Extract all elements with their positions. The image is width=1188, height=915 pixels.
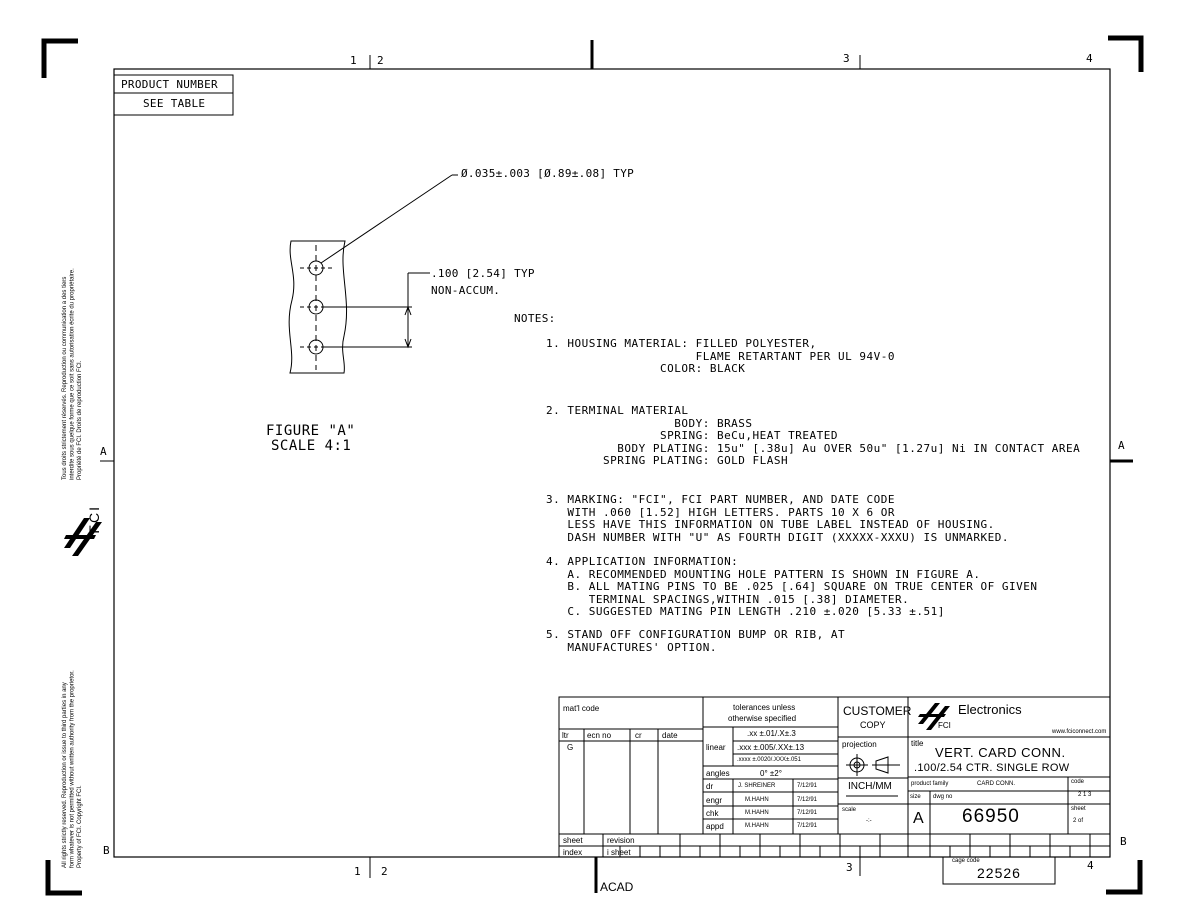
pitch-callout-note: NON-ACCUM. — [431, 284, 501, 297]
i-sheet-label: i sheet — [607, 848, 631, 857]
rights-notice-fr: Tous droits strictement réservés. Reprod… — [62, 268, 83, 480]
rights-notice-en: All rights strictly reserved. Reproducti… — [62, 670, 83, 868]
cage-code-label: cage code — [952, 858, 980, 864]
drawn-name: J. SHREINER — [738, 783, 776, 789]
cr-header: cr — [635, 731, 642, 740]
hole-diameter-callout: Ø.035±.003 [Ø.89±.08] TYP — [461, 167, 635, 180]
figure-scale: SCALE 4:1 — [271, 438, 352, 454]
zone-label: 4 — [1086, 52, 1093, 65]
drawing-number-label: dwg no — [933, 794, 953, 800]
product-family: CARD CONN. — [977, 781, 1016, 787]
note-2: 2. TERMINAL MATERIAL BODY: BRASS SPRING:… — [546, 404, 1081, 467]
engineer-label: engr — [706, 796, 723, 805]
figure-title: FIGURE "A" — [266, 423, 356, 439]
units-label: INCH/MM — [848, 781, 892, 792]
angles-label: angles — [706, 769, 730, 778]
checked-label: chk — [706, 809, 719, 818]
tolerance-row: .xxxx ±.0020/.XXX±.051 — [737, 757, 801, 763]
ecn-header: ecn no — [587, 731, 612, 740]
scale-label: scale — [842, 807, 857, 813]
tolerance-row: .xx ±.01/.X±.3 — [747, 729, 796, 738]
company-logo-text: FCI — [938, 721, 951, 730]
product-number-value: SEE TABLE — [143, 97, 206, 110]
date-header: date — [662, 731, 678, 740]
code-label: code — [1071, 779, 1085, 785]
drawing-title: VERT. CARD CONN. — [935, 745, 1066, 760]
projection-label: projection — [842, 740, 877, 749]
zone-label: 3 — [843, 52, 850, 65]
approved-date: 7/12/91 — [797, 823, 818, 829]
tolerance-heading: tolerances unless — [733, 703, 796, 712]
customer-copy-label: CUSTOMER — [843, 704, 912, 718]
cage-code: 22526 — [977, 865, 1021, 881]
sheet-label: sheet — [1071, 806, 1086, 812]
zone-label: B — [103, 844, 110, 857]
zone-label: 3 — [846, 861, 853, 874]
title-label: title — [911, 739, 924, 748]
size-label: size — [910, 794, 921, 800]
product-number-label: PRODUCT NUMBER — [121, 78, 218, 91]
note-4: 4. APPLICATION INFORMATION: A. RECOMMEND… — [546, 555, 1038, 618]
checked-date: 7/12/91 — [797, 810, 818, 816]
note-1: 1. HOUSING MATERIAL: FILLED POLYESTER, F… — [546, 337, 896, 375]
engineer-name: M.HAHN — [745, 797, 769, 803]
zone-label: 1 — [354, 865, 361, 878]
code-value: 2 1 3 — [1078, 792, 1092, 798]
index-label: index — [563, 848, 583, 857]
material-code-label: mat'l code — [563, 704, 600, 713]
note-3: 3. MARKING: "FCI", FCI PART NUMBER, AND … — [546, 493, 1009, 544]
revision-index-label: revision — [607, 836, 635, 845]
zone-label: 2 — [381, 865, 388, 878]
angles-value: 0° ±2° — [760, 769, 782, 778]
drawn-label: dr — [706, 782, 714, 791]
company-website: www.fciconnect.com — [1052, 729, 1107, 735]
zone-label: B — [1120, 835, 1127, 848]
product-family-label: product family — [911, 781, 949, 787]
tolerance-row: .xxx ±.005/.XX±.13 — [737, 743, 805, 752]
pitch-callout: .100 [2.54] TYP — [431, 267, 535, 280]
drawn-date: 7/12/91 — [797, 783, 818, 789]
drawing-number: 66950 — [962, 806, 1020, 827]
acad-label: ACAD — [600, 880, 634, 894]
checked-name: M.HAHN — [745, 810, 769, 816]
company-name: Electronics — [958, 702, 1022, 717]
notes-heading: NOTES: — [514, 312, 556, 325]
zone-label: A — [100, 445, 107, 458]
drawing-subtitle: .100/2.54 CTR. SINGLE ROW — [914, 762, 1070, 774]
zone-label: 4 — [1087, 859, 1094, 872]
approved-label: appd — [706, 822, 724, 831]
sheet-value: 2 of — [1073, 818, 1084, 824]
size-value: A — [913, 810, 924, 827]
engineer-date: 7/12/91 — [797, 797, 818, 803]
revision-letter: G — [567, 743, 574, 752]
copy-label: COPY — [860, 720, 886, 730]
sheet-index-label: sheet — [563, 836, 583, 845]
zone-label: 1 — [350, 54, 357, 67]
approved-name: M.HAHN — [745, 823, 769, 829]
scale-value: -:- — [866, 818, 872, 824]
linear-label: linear — [706, 743, 726, 752]
zone-label: 2 — [377, 54, 384, 67]
fci-logo-text: FCI — [86, 505, 102, 534]
note-5: 5. STAND OFF CONFIGURATION BUMP OR RIB, … — [546, 628, 846, 654]
tolerance-heading-2: otherwise specified — [728, 714, 797, 723]
zone-label: A — [1118, 439, 1125, 452]
ltr-header: ltr — [562, 731, 569, 740]
